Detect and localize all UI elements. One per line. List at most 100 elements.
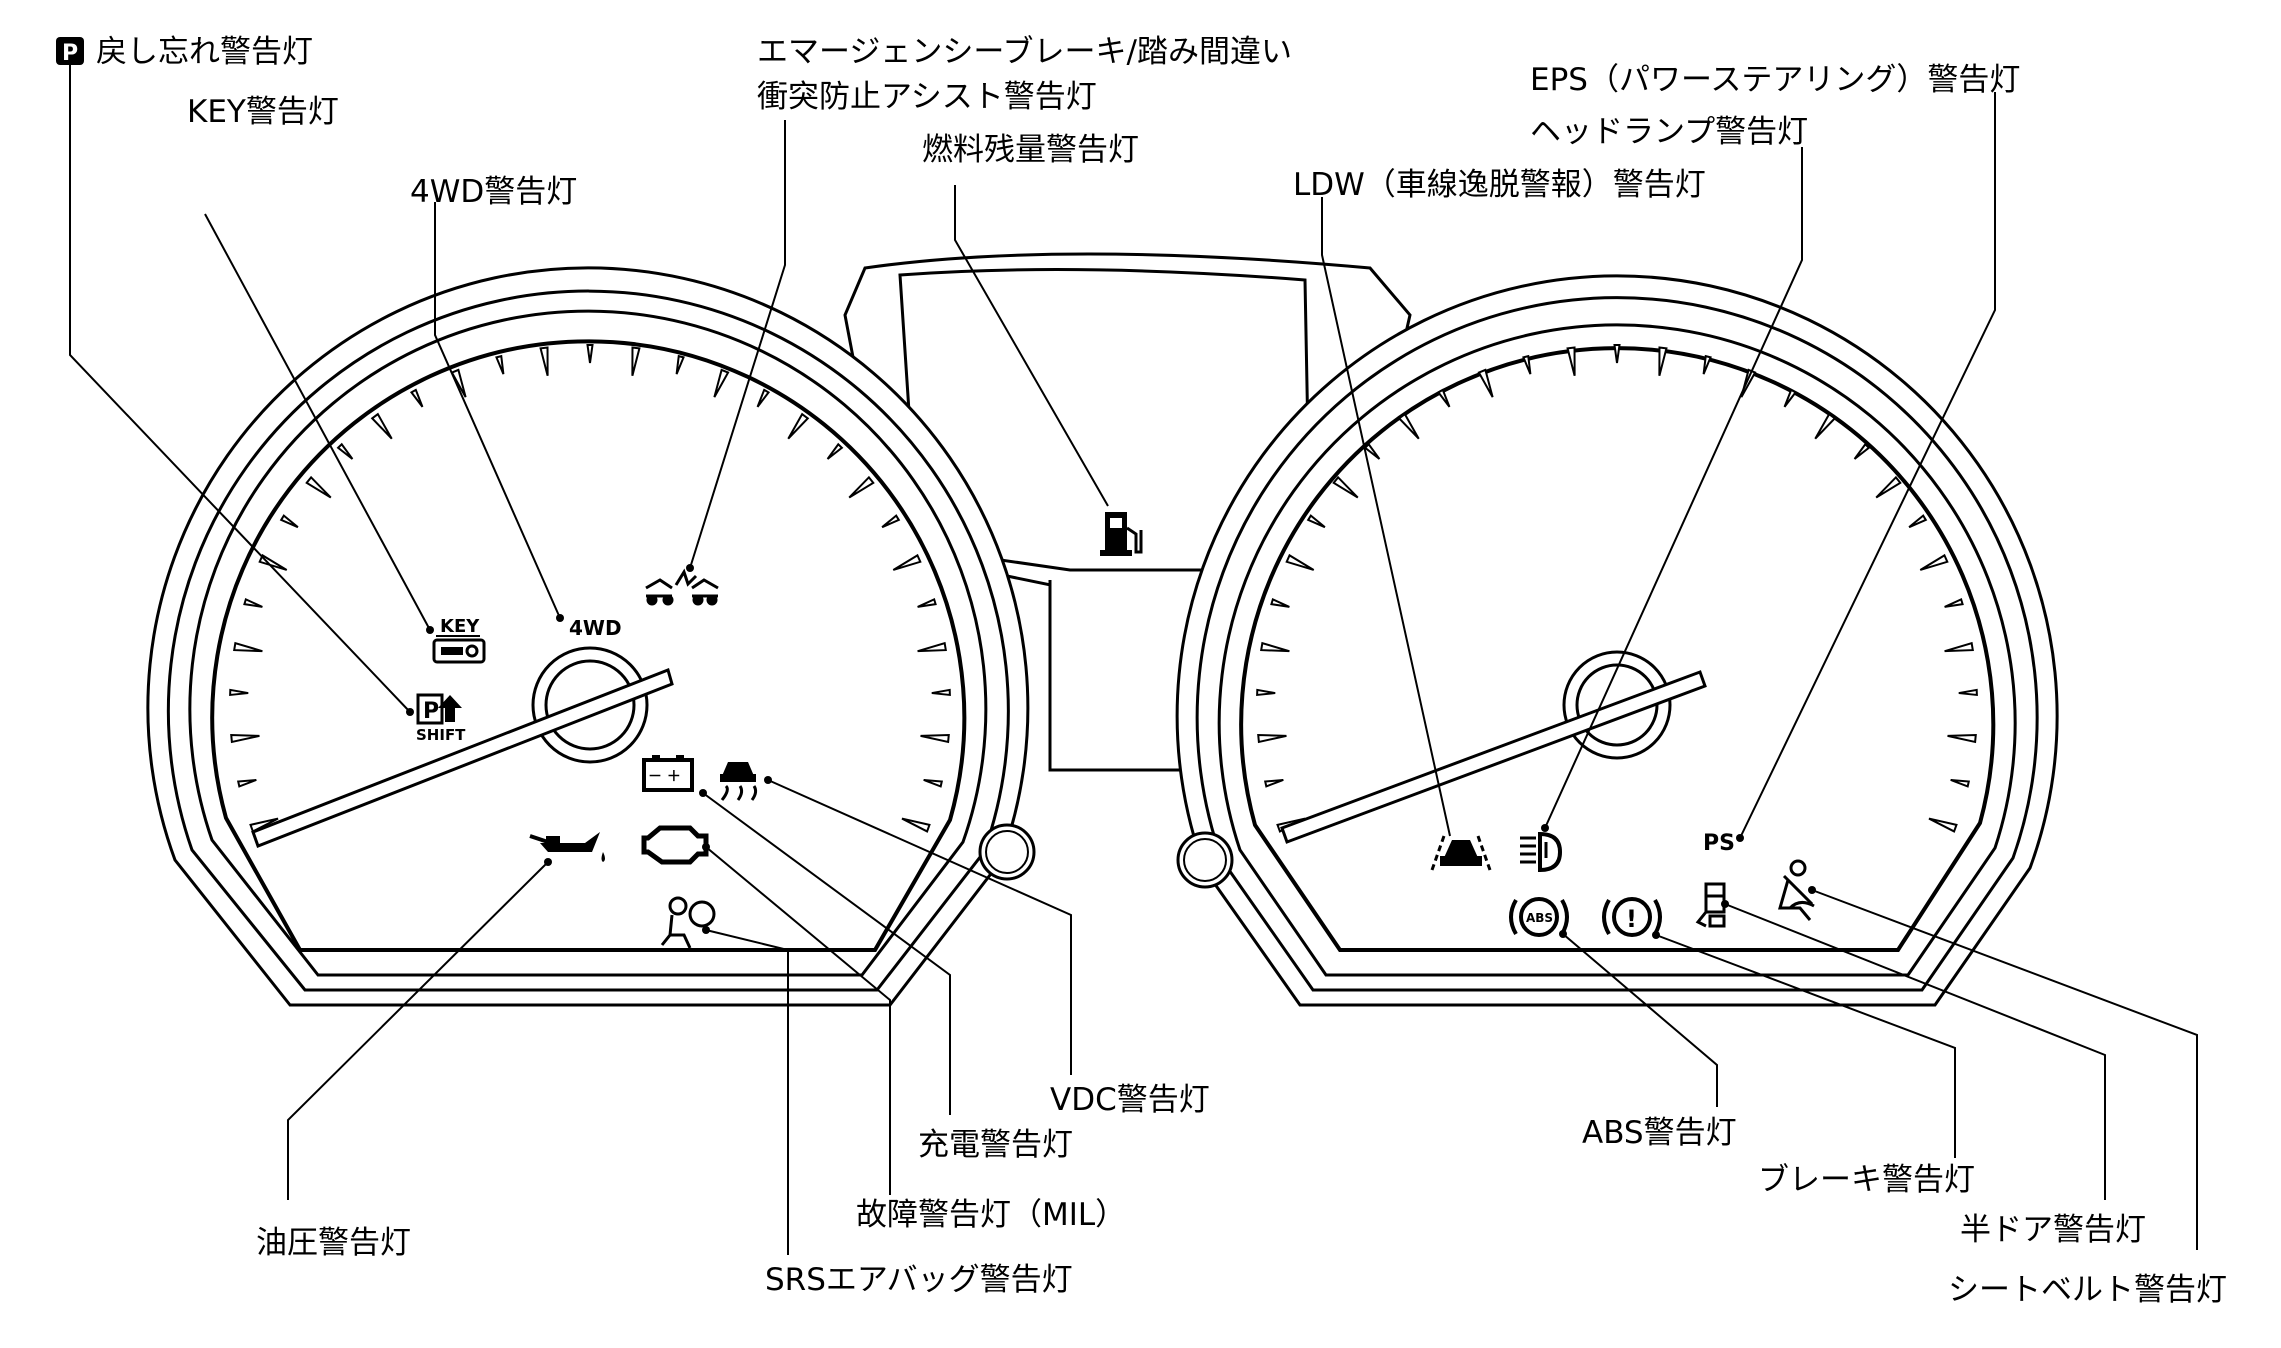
label-fuel: 燃料残量警告灯 (922, 132, 1139, 168)
gauge-tick (1522, 354, 1532, 375)
gauge-tick (1613, 344, 1621, 364)
gauge-tick (1285, 553, 1315, 571)
p-shift-warning-icon: P SHIFT (416, 693, 466, 744)
left-gauge-scale (229, 344, 951, 833)
gauge-tick (1477, 368, 1494, 398)
gauge-tick (336, 442, 354, 460)
door-ajar-icon (1695, 882, 1726, 928)
label-vdc: VDC警告灯 (1050, 1082, 1210, 1118)
leader-dots (406, 564, 1816, 939)
seatbelt-icon (1778, 859, 1815, 921)
svg-text:P: P (423, 699, 439, 724)
left-gauge (146, 266, 1036, 1007)
srs-airbag-icon (660, 896, 716, 949)
gauge-tick (1783, 388, 1798, 408)
label-p-shift: 戻し忘れ警告灯 (96, 34, 313, 70)
gauge-tick (586, 344, 594, 364)
label-door: 半ドア警告灯 (1960, 1212, 2146, 1248)
gauge-tick (229, 688, 249, 697)
p-badge-letter: P (62, 41, 78, 66)
gauge-tick (258, 553, 288, 571)
svg-text:ABS: ABS (1526, 911, 1553, 925)
gauge-tick (370, 412, 393, 440)
gauge-tick (1928, 817, 1958, 833)
label-srs: SRSエアバッグ警告灯 (765, 1262, 1073, 1298)
gauge-tick (826, 442, 844, 460)
svg-text:!: ! (1626, 905, 1637, 933)
gauge-tick (917, 597, 937, 608)
ldw-lane-icon (1430, 835, 1492, 871)
gauge-tick (756, 388, 771, 408)
gauge-tick (923, 778, 944, 788)
engine-mil-icon (641, 825, 709, 865)
gauge-tick (1814, 412, 1837, 440)
gauge-tick (243, 597, 263, 608)
emergency-brake-icon (645, 568, 719, 606)
label-brake: ブレーキ警告灯 (1758, 1162, 1975, 1198)
gauge-tick (1306, 514, 1326, 529)
gauge-tick (881, 514, 901, 529)
gauge-tick (539, 346, 549, 376)
gauge-tick (1702, 354, 1712, 375)
gauge-tick (787, 412, 810, 440)
gauge-tick (1260, 641, 1290, 653)
gauge-tick (1363, 442, 1381, 460)
gauge-tick (1944, 641, 1974, 653)
gauge-tick (917, 641, 947, 653)
label-oil: 油圧警告灯 (256, 1225, 411, 1261)
label-eps: EPS（パワーステアリング）警告灯 (1530, 62, 2020, 98)
battery-icon: － ＋ (642, 755, 694, 792)
right-trip-knob[interactable] (1176, 831, 1234, 889)
p-badge (56, 37, 84, 65)
gauge-tick (495, 354, 505, 375)
label-charge: 充電警告灯 (918, 1127, 1073, 1163)
gauge-tick (409, 388, 424, 408)
gauge-tick (1908, 514, 1928, 529)
gauge-tick (1875, 475, 1902, 499)
gauge-tick (1257, 733, 1287, 744)
left-trip-knob[interactable] (978, 823, 1036, 881)
center-display-housing (843, 252, 1412, 772)
right-gauge (1175, 274, 2059, 1007)
gauge-tick (713, 368, 730, 398)
gauge-tick (1332, 475, 1359, 499)
label-4wd: 4WD警告灯 (410, 174, 577, 210)
label-key: KEY警告灯 (187, 94, 339, 130)
gauge-tick (305, 475, 332, 499)
ps-eps-icon: PS (1703, 831, 1735, 856)
gauge-tick (450, 368, 467, 398)
gauge-tick (230, 733, 260, 744)
oil-pressure-icon (529, 832, 605, 862)
gauge-tick (1947, 733, 1977, 744)
label-abs: ABS警告灯 (1582, 1115, 1737, 1151)
gauge-tick (1436, 388, 1451, 408)
gauge-tick (1256, 688, 1276, 697)
gauge-tick (901, 817, 931, 833)
gauge-tick (249, 817, 279, 833)
right-needle (1280, 670, 1707, 844)
gauge-tick (1853, 442, 1871, 460)
gauge-tick (1950, 778, 1971, 788)
vdc-skid-icon (720, 762, 758, 801)
fuel-pump-icon (1100, 512, 1143, 556)
key-warning-icon: KEY (432, 616, 486, 664)
gauge-tick (631, 346, 641, 376)
label-headlamp: ヘッドランプ警告灯 (1530, 114, 1808, 150)
svg-text:SHIFT: SHIFT (416, 726, 466, 744)
gauge-tick (931, 688, 951, 697)
gauge-tick (1958, 688, 1978, 697)
left-needle (251, 668, 674, 848)
gauge-tick (848, 475, 875, 499)
gauge-tick (892, 553, 922, 571)
gauge-tick (1944, 597, 1964, 608)
gauge-tick (233, 641, 263, 653)
label-ldw: LDW（車線逸脱警報）警告灯 (1293, 167, 1706, 203)
abs-warning-icon: ABS (1509, 897, 1569, 937)
4wd-warning-icon: 4WD (569, 616, 622, 640)
svg-text:KEY: KEY (440, 616, 480, 637)
headlamp-icon (1520, 831, 1563, 873)
gauge-tick (920, 733, 950, 744)
gauge-tick (236, 778, 257, 788)
